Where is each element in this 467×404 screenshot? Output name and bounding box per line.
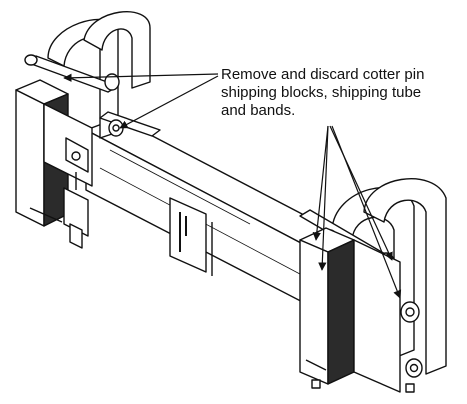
callout-line-3: and bands. — [221, 102, 296, 119]
left-clamp-unit — [15, 11, 161, 249]
arrow-right-shipping-tube — [312, 125, 329, 241]
callout-line-2: shipping blocks, shipping tube — [221, 84, 422, 101]
arrow-right-shipping-block — [331, 125, 402, 299]
arrow-left-shipping-block — [119, 75, 219, 129]
right-clamp-unit — [299, 178, 447, 393]
leader-arrows — [63, 73, 402, 299]
arrow-left-cotter-pin — [63, 73, 219, 83]
arrow-right-band — [318, 125, 329, 271]
instruction-callout: Remove and discard cotter pin shipping b… — [221, 66, 465, 120]
center-beam — [85, 117, 353, 311]
callout-line-1: Remove and discard cotter pin — [221, 66, 425, 83]
